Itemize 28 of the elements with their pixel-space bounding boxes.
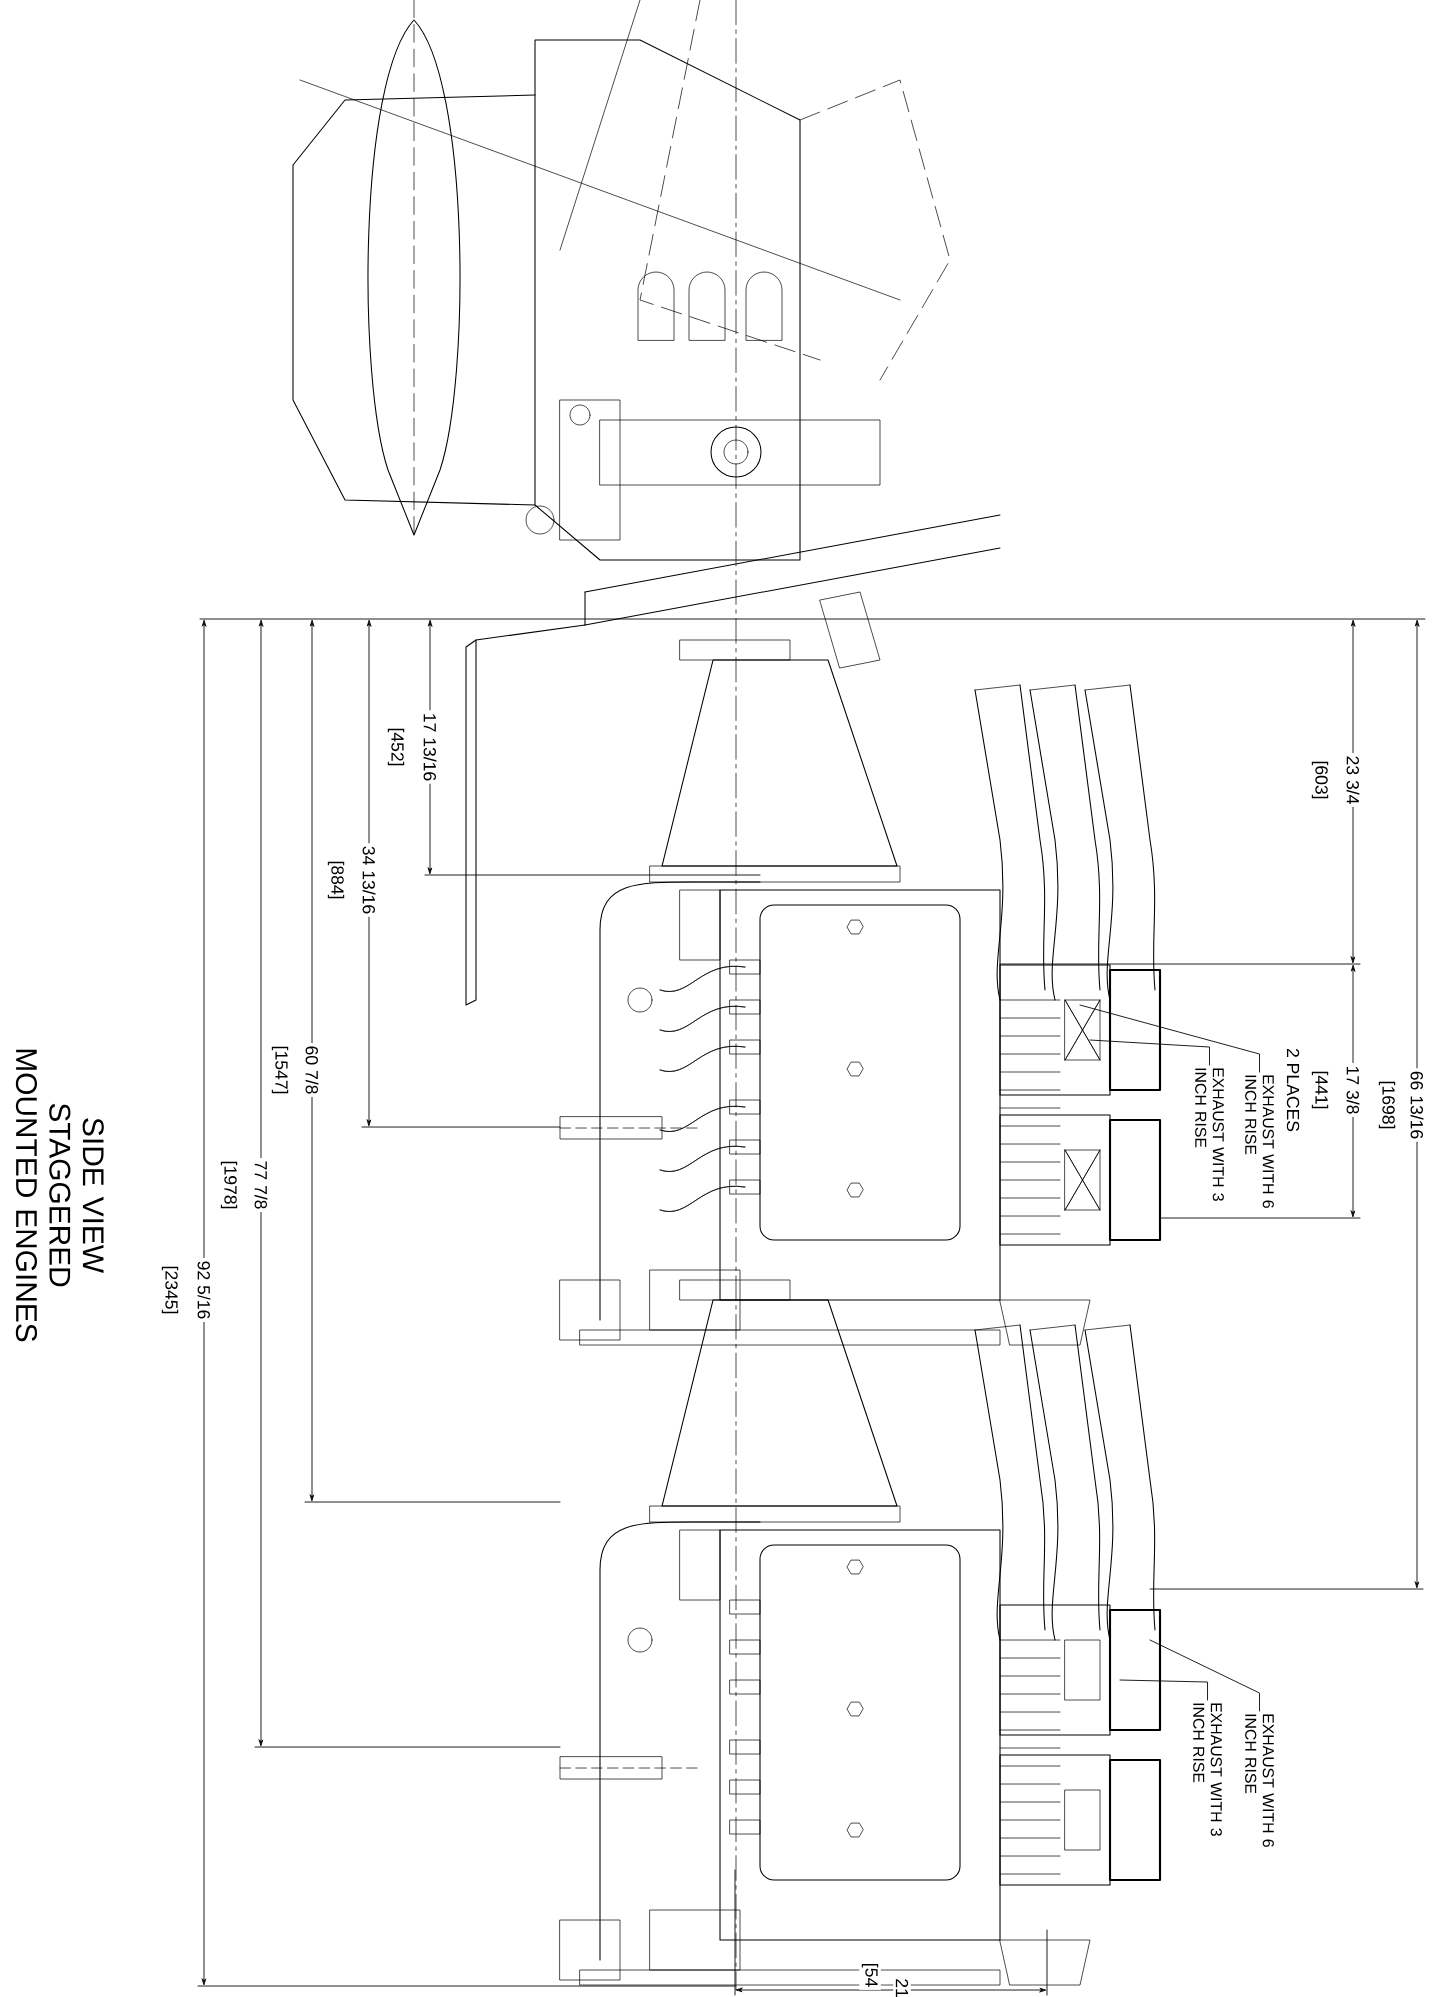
dimension-label: [441]	[1309, 1067, 1331, 1113]
callout-text: EXHAUST WITH 6 INCH RISE	[1245, 1714, 1274, 1847]
dimension-label: [452]	[385, 724, 407, 770]
leader-line	[1119, 1679, 1208, 1701]
dimension-label: 21	[893, 1975, 911, 1997]
dimension-label: 66 13/16	[1407, 1068, 1427, 1142]
dimension-label: 17 13/16	[420, 710, 440, 784]
dimension-label: [884]	[325, 857, 347, 903]
dimension-label: [1978]	[218, 1157, 240, 1213]
leader-line	[1089, 1039, 1210, 1066]
title: SIDE VIEW STAGGERED MOUNTED ENGINES	[15, 1049, 104, 1342]
dimension-label: 77 7/8	[251, 1157, 271, 1213]
callout-text: EXHAUST WITH 6 INCH RISE	[1245, 1075, 1274, 1208]
dimension-label: 92 5/16	[194, 1258, 214, 1322]
callout-text: EXHAUST WITH 3 INCH RISE	[1195, 1068, 1224, 1201]
dimension-label: 60 7/8	[302, 1042, 322, 1098]
dimension-label: [54	[859, 1960, 881, 1990]
leader-line	[1079, 1004, 1260, 1073]
dimension-label: [1698]	[1376, 1077, 1398, 1133]
dimension-label: 34 13/16	[359, 843, 379, 917]
dimension-label: 23 3/4	[1343, 752, 1363, 808]
dimension-label: [603]	[1309, 757, 1331, 803]
dimension-label: [2345]	[159, 1262, 181, 1318]
note-label: 2 PLACES	[1284, 1045, 1302, 1135]
callout-text: EXHAUST WITH 3 INCH RISE	[1193, 1703, 1222, 1836]
dimension-label: 17 3/8	[1343, 1062, 1363, 1118]
dimension-label: [1547]	[269, 1042, 291, 1098]
leader-line	[1149, 1639, 1260, 1712]
